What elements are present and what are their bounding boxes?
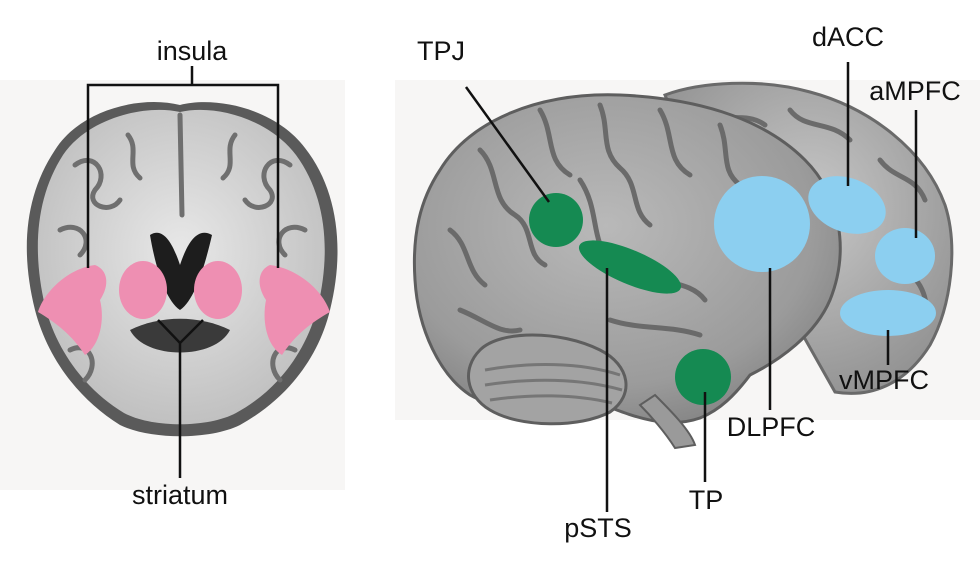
insula-label: insula [156,36,228,66]
insula-left-region [38,265,107,355]
ampfc-label: aMPFC [869,76,961,106]
tpj-region [529,193,583,247]
tp-label: TP [688,485,724,515]
sagittal-brain [412,81,954,450]
ampfc-region [875,228,935,284]
insula-right-region [259,265,330,355]
psts-region [578,240,682,294]
dacc-region [808,176,886,234]
coronal-leader-lines [86,66,280,478]
vmpfc-label: vMPFC [839,365,929,395]
dlpfc-label: DLPFC [726,412,816,442]
insula-bracket-line [86,83,280,268]
dacc-label: dACC [811,22,885,52]
striatum-right-region [194,261,242,319]
sagittal-leader-lines [464,62,918,512]
coronal-brain-slice [26,102,338,437]
dlpfc-region [714,176,810,272]
psts-label: pSTS [564,513,632,543]
tpj-label: TPJ [417,36,466,66]
vmpfc-region [840,290,936,336]
tp-region [675,349,731,405]
striatum-left-region [119,261,167,319]
tpj-leader-line [464,86,551,203]
striatum-label: striatum [131,480,229,510]
